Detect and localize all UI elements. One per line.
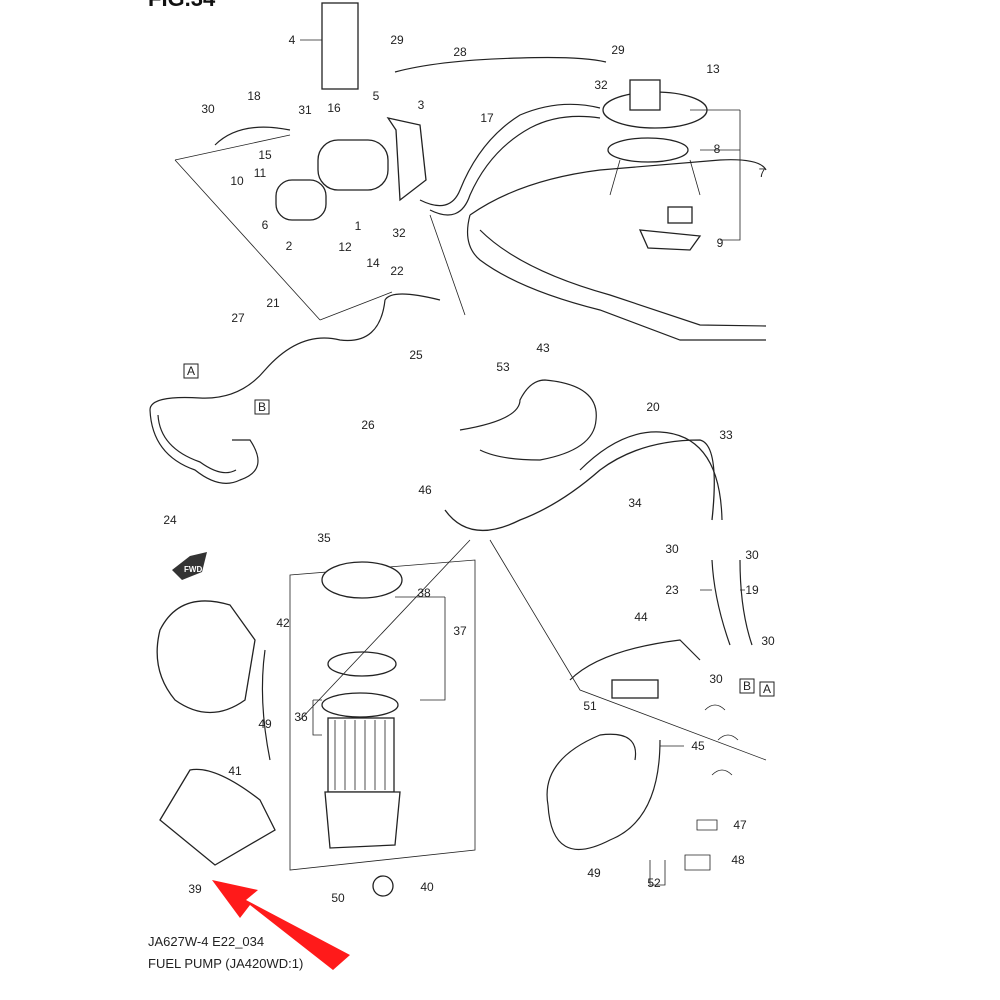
callout-35: 35 <box>317 531 331 545</box>
callout-43: 43 <box>536 341 550 355</box>
callout-45: 45 <box>691 739 705 753</box>
hose <box>459 379 597 461</box>
callout-10: 10 <box>230 174 244 188</box>
callout-7: 7 <box>759 166 766 180</box>
callout-25: 25 <box>409 348 423 362</box>
callout-30: 30 <box>761 634 775 648</box>
callout-49: 49 <box>587 866 601 880</box>
callout-44: 44 <box>634 610 648 624</box>
reference-box-A <box>759 681 775 697</box>
callout-9: 9 <box>717 236 724 250</box>
callout-42: 42 <box>276 616 290 630</box>
reference-box-A <box>183 363 199 379</box>
callout-19: 19 <box>745 583 759 597</box>
reference-box-B <box>254 399 270 415</box>
callout-8: 8 <box>714 142 721 156</box>
callout-52: 52 <box>647 876 661 890</box>
fuel-pump-unit <box>602 79 708 251</box>
callout-51: 51 <box>583 699 597 713</box>
callout-2: 2 <box>286 239 293 253</box>
callout-46: 46 <box>418 483 432 497</box>
fuel-line <box>149 293 441 484</box>
callout-11: 11 <box>254 166 267 180</box>
injection-pump <box>156 600 276 866</box>
reference-label-A: A <box>763 682 771 696</box>
diagram-code: JA627W-4 E22_034 <box>148 934 265 949</box>
callout-20: 20 <box>646 400 660 414</box>
callout-15: 15 <box>258 148 272 162</box>
fuel-tank <box>467 159 767 341</box>
callout-13: 13 <box>706 62 720 76</box>
reference-label-B: B <box>743 679 751 693</box>
callout-1: 1 <box>355 219 362 233</box>
callout-5: 5 <box>373 89 380 103</box>
callout-38: 38 <box>417 586 431 600</box>
fwd-label: FWD <box>184 565 202 574</box>
callout-22: 22 <box>390 264 404 278</box>
red-pointer-arrow <box>212 880 350 970</box>
callout-36: 36 <box>294 710 308 724</box>
callout-30: 30 <box>745 548 759 562</box>
callout-47: 47 <box>733 818 747 832</box>
callout-28: 28 <box>453 45 467 59</box>
callout-34: 34 <box>628 496 642 510</box>
callout-33: 33 <box>719 428 733 442</box>
reference-label-A: A <box>187 364 195 378</box>
fuel-pump-filter-case <box>289 559 476 897</box>
callout-41: 41 <box>228 764 242 778</box>
callout-6: 6 <box>262 218 269 232</box>
callout-37: 37 <box>453 624 467 638</box>
callout-24: 24 <box>163 513 177 527</box>
callout-14: 14 <box>366 256 380 270</box>
diagram-caption: FUEL PUMP (JA420WD:1) <box>148 956 304 971</box>
figure-title: FIG.34 <box>148 0 215 12</box>
callout-32: 32 <box>392 226 406 240</box>
forward-direction-icon: FWD <box>172 552 207 580</box>
callout-48: 48 <box>731 853 745 867</box>
callout-53: 53 <box>496 360 510 374</box>
callout-31: 31 <box>298 103 312 117</box>
callout-49: 49 <box>258 717 272 731</box>
callout-32: 32 <box>594 78 608 92</box>
callout-12: 12 <box>338 240 352 254</box>
callout-40: 40 <box>420 880 434 894</box>
callout-3: 3 <box>418 98 425 112</box>
callout-23: 23 <box>665 583 679 597</box>
callout-26: 26 <box>361 418 375 432</box>
callout-50: 50 <box>331 891 345 905</box>
fuel-filter-assembly <box>214 2 607 221</box>
callout-29: 29 <box>611 43 625 57</box>
callout-17: 17 <box>480 111 494 125</box>
callout-18: 18 <box>247 89 261 103</box>
reference-label-B: B <box>258 400 266 414</box>
callout-30: 30 <box>665 542 679 556</box>
callout-39: 39 <box>188 882 202 896</box>
callout-30: 30 <box>201 102 215 116</box>
callout-30: 30 <box>709 672 723 686</box>
reference-box-B <box>739 678 755 694</box>
callout-16: 16 <box>327 101 341 115</box>
callout-29: 29 <box>390 33 404 47</box>
callout-21: 21 <box>266 296 280 310</box>
callout-4: 4 <box>289 33 296 47</box>
callout-27: 27 <box>231 311 245 325</box>
